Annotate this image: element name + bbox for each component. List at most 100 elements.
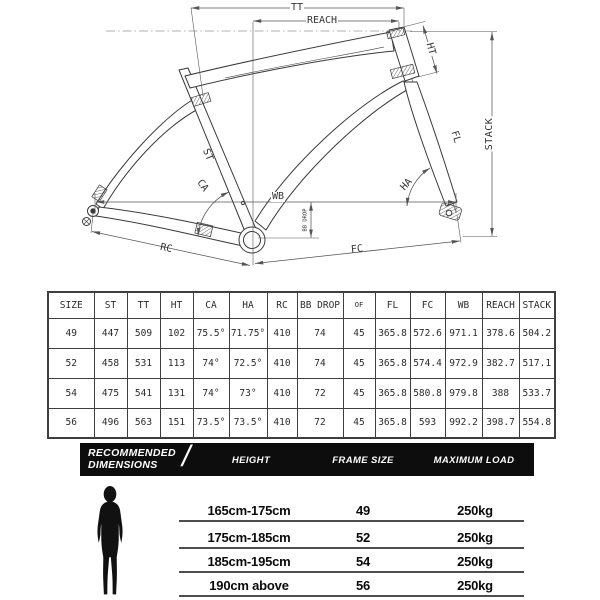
recommended-frame-size: 54 (355, 554, 371, 569)
recommended-max-load: 250kg (457, 578, 493, 593)
geometry-cell: 365.8 (374, 377, 411, 409)
recommended-rows: 165cm-175cm 49 250kg 175cm-185cm 52 250kg 185c… (179, 499, 524, 597)
geometry-cell: 45 (342, 377, 376, 409)
geometry-col-fl: FL (374, 291, 411, 319)
recommended-height: 185cm-195cm (207, 554, 291, 569)
recommended-title-line1: RECOMMENDED (88, 447, 176, 459)
frame-geometry-diagram: TT REACH HT STACK FL HA ST CA WB RC FC B… (0, 0, 600, 290)
geometry-cell: 410 (266, 377, 298, 409)
geometry-cell: 504.2 (518, 317, 556, 349)
geometry-cell: 72 (296, 407, 344, 439)
geometry-cell: 971.1 (444, 317, 483, 349)
geometry-cell: 410 (266, 317, 298, 349)
geometry-cell: 388 (481, 377, 520, 409)
geometry-col-wb: WB (444, 291, 483, 319)
geometry-col-tt: TT (126, 291, 161, 319)
geometry-cell: 475 (93, 377, 128, 409)
geometry-cell: 365.8 (374, 407, 411, 439)
geometry-cell: 72 (296, 377, 344, 409)
geometry-cell: 75.5° (192, 317, 230, 349)
recommended-col-height: HEIGHT (231, 455, 271, 466)
geometry-cell: 54 (47, 377, 95, 409)
recommended-title: RECOMMENDED DIMENSIONS (88, 447, 176, 471)
recommended-height: 165cm-175cm (207, 503, 291, 518)
geometry-cell: 45 (342, 407, 376, 439)
geometry-col-stack: STACK (518, 291, 556, 319)
geometry-cell: 563 (126, 407, 161, 439)
geometry-col-reach: REACH (481, 291, 520, 319)
geometry-cell: 74 (296, 317, 344, 349)
bike-frame-drawing (82, 6, 497, 266)
recommended-max-load: 250kg (457, 530, 493, 545)
geometry-cell: 131 (159, 377, 194, 409)
frame-tubes (82, 26, 462, 254)
geometry-cell: 113 (159, 347, 194, 379)
recommended-col-frame-size: FRAME SIZE (332, 455, 394, 466)
geometry-cell: 74° (192, 377, 230, 409)
geometry-cell: 496 (93, 407, 128, 439)
geometry-cell: 382.7 (481, 347, 520, 379)
geometry-cell: 71.75° (228, 317, 268, 349)
geometry-cell: 972.9 (444, 347, 483, 379)
dim-label-ht: HT (423, 40, 438, 58)
geometry-cell: 531 (126, 347, 161, 379)
geometry-cell: 410 (266, 407, 298, 439)
geometry-cell: 580.8 (409, 377, 446, 409)
geometry-cell: 979.8 (444, 377, 483, 409)
geometry-cell: 72.5° (228, 347, 268, 379)
geometry-cell: 56 (47, 407, 95, 439)
geometry-col-st: ST (93, 291, 128, 319)
geometry-cell: 45 (342, 317, 376, 349)
geometry-col-size: SIZE (47, 291, 95, 319)
geometry-cell: 410 (266, 347, 298, 379)
dim-label-stack: STACK (484, 116, 495, 152)
geometry-cell: 458 (93, 347, 128, 379)
dim-label-wb: WB (270, 191, 286, 202)
geometry-cell: 509 (126, 317, 161, 349)
geometry-cell: 533.7 (518, 377, 556, 409)
geometry-cell: 74° (192, 347, 230, 379)
recommended-frame-size: 49 (355, 503, 371, 518)
geometry-cell: 49 (47, 317, 95, 349)
recommended-col-max-load: MAXIMUM LOAD (433, 455, 515, 466)
geometry-cell: 151 (159, 407, 194, 439)
geometry-cell: 365.8 (374, 317, 411, 349)
slash-divider: / (182, 440, 191, 473)
geometry-cell: 541 (126, 377, 161, 409)
geometry-col-ht: HT (159, 291, 194, 319)
dim-label-tt: TT (289, 2, 305, 13)
geometry-cell: 73° (228, 377, 268, 409)
recommended-frame-size: 56 (355, 578, 371, 593)
dim-label-fc: FC (350, 243, 364, 256)
recommended-frame-size: 52 (355, 530, 371, 545)
geometry-col-of: OF (342, 291, 376, 319)
recommended-max-load: 250kg (457, 554, 493, 569)
recommended-height: 175cm-185cm (207, 530, 291, 545)
geometry-cell: 447 (93, 317, 128, 349)
geometry-cell: 398.7 (481, 407, 520, 439)
geometry-cell: 365.8 (374, 347, 411, 379)
geometry-cell: 572.6 (409, 317, 446, 349)
dim-label-bb-drop: BB DROP (302, 208, 309, 232)
geometry-cell: 574.4 (409, 347, 446, 379)
geometry-col-rc: RC (266, 291, 298, 319)
geometry-cell: 74 (296, 347, 344, 379)
geometry-cell: 378.6 (481, 317, 520, 349)
geometry-cell: 73.5° (228, 407, 268, 439)
geometry-col-fc: FC (409, 291, 446, 319)
geometry-cell: 593 (409, 407, 446, 439)
dim-label-reach: REACH (305, 15, 339, 26)
recommended-header-bar: RECOMMENDED DIMENSIONS / HEIGHT FRAME SI… (80, 440, 534, 476)
geometry-cell: 992.2 (444, 407, 483, 439)
person-silhouette-icon (97, 486, 123, 595)
geometry-cell: 45 (342, 347, 376, 379)
recommended-row: 175cm-185cm 52 250kg (179, 522, 524, 549)
geometry-cell: 52 (47, 347, 95, 379)
geometry-col-bb-drop: BB DROP (296, 291, 344, 319)
